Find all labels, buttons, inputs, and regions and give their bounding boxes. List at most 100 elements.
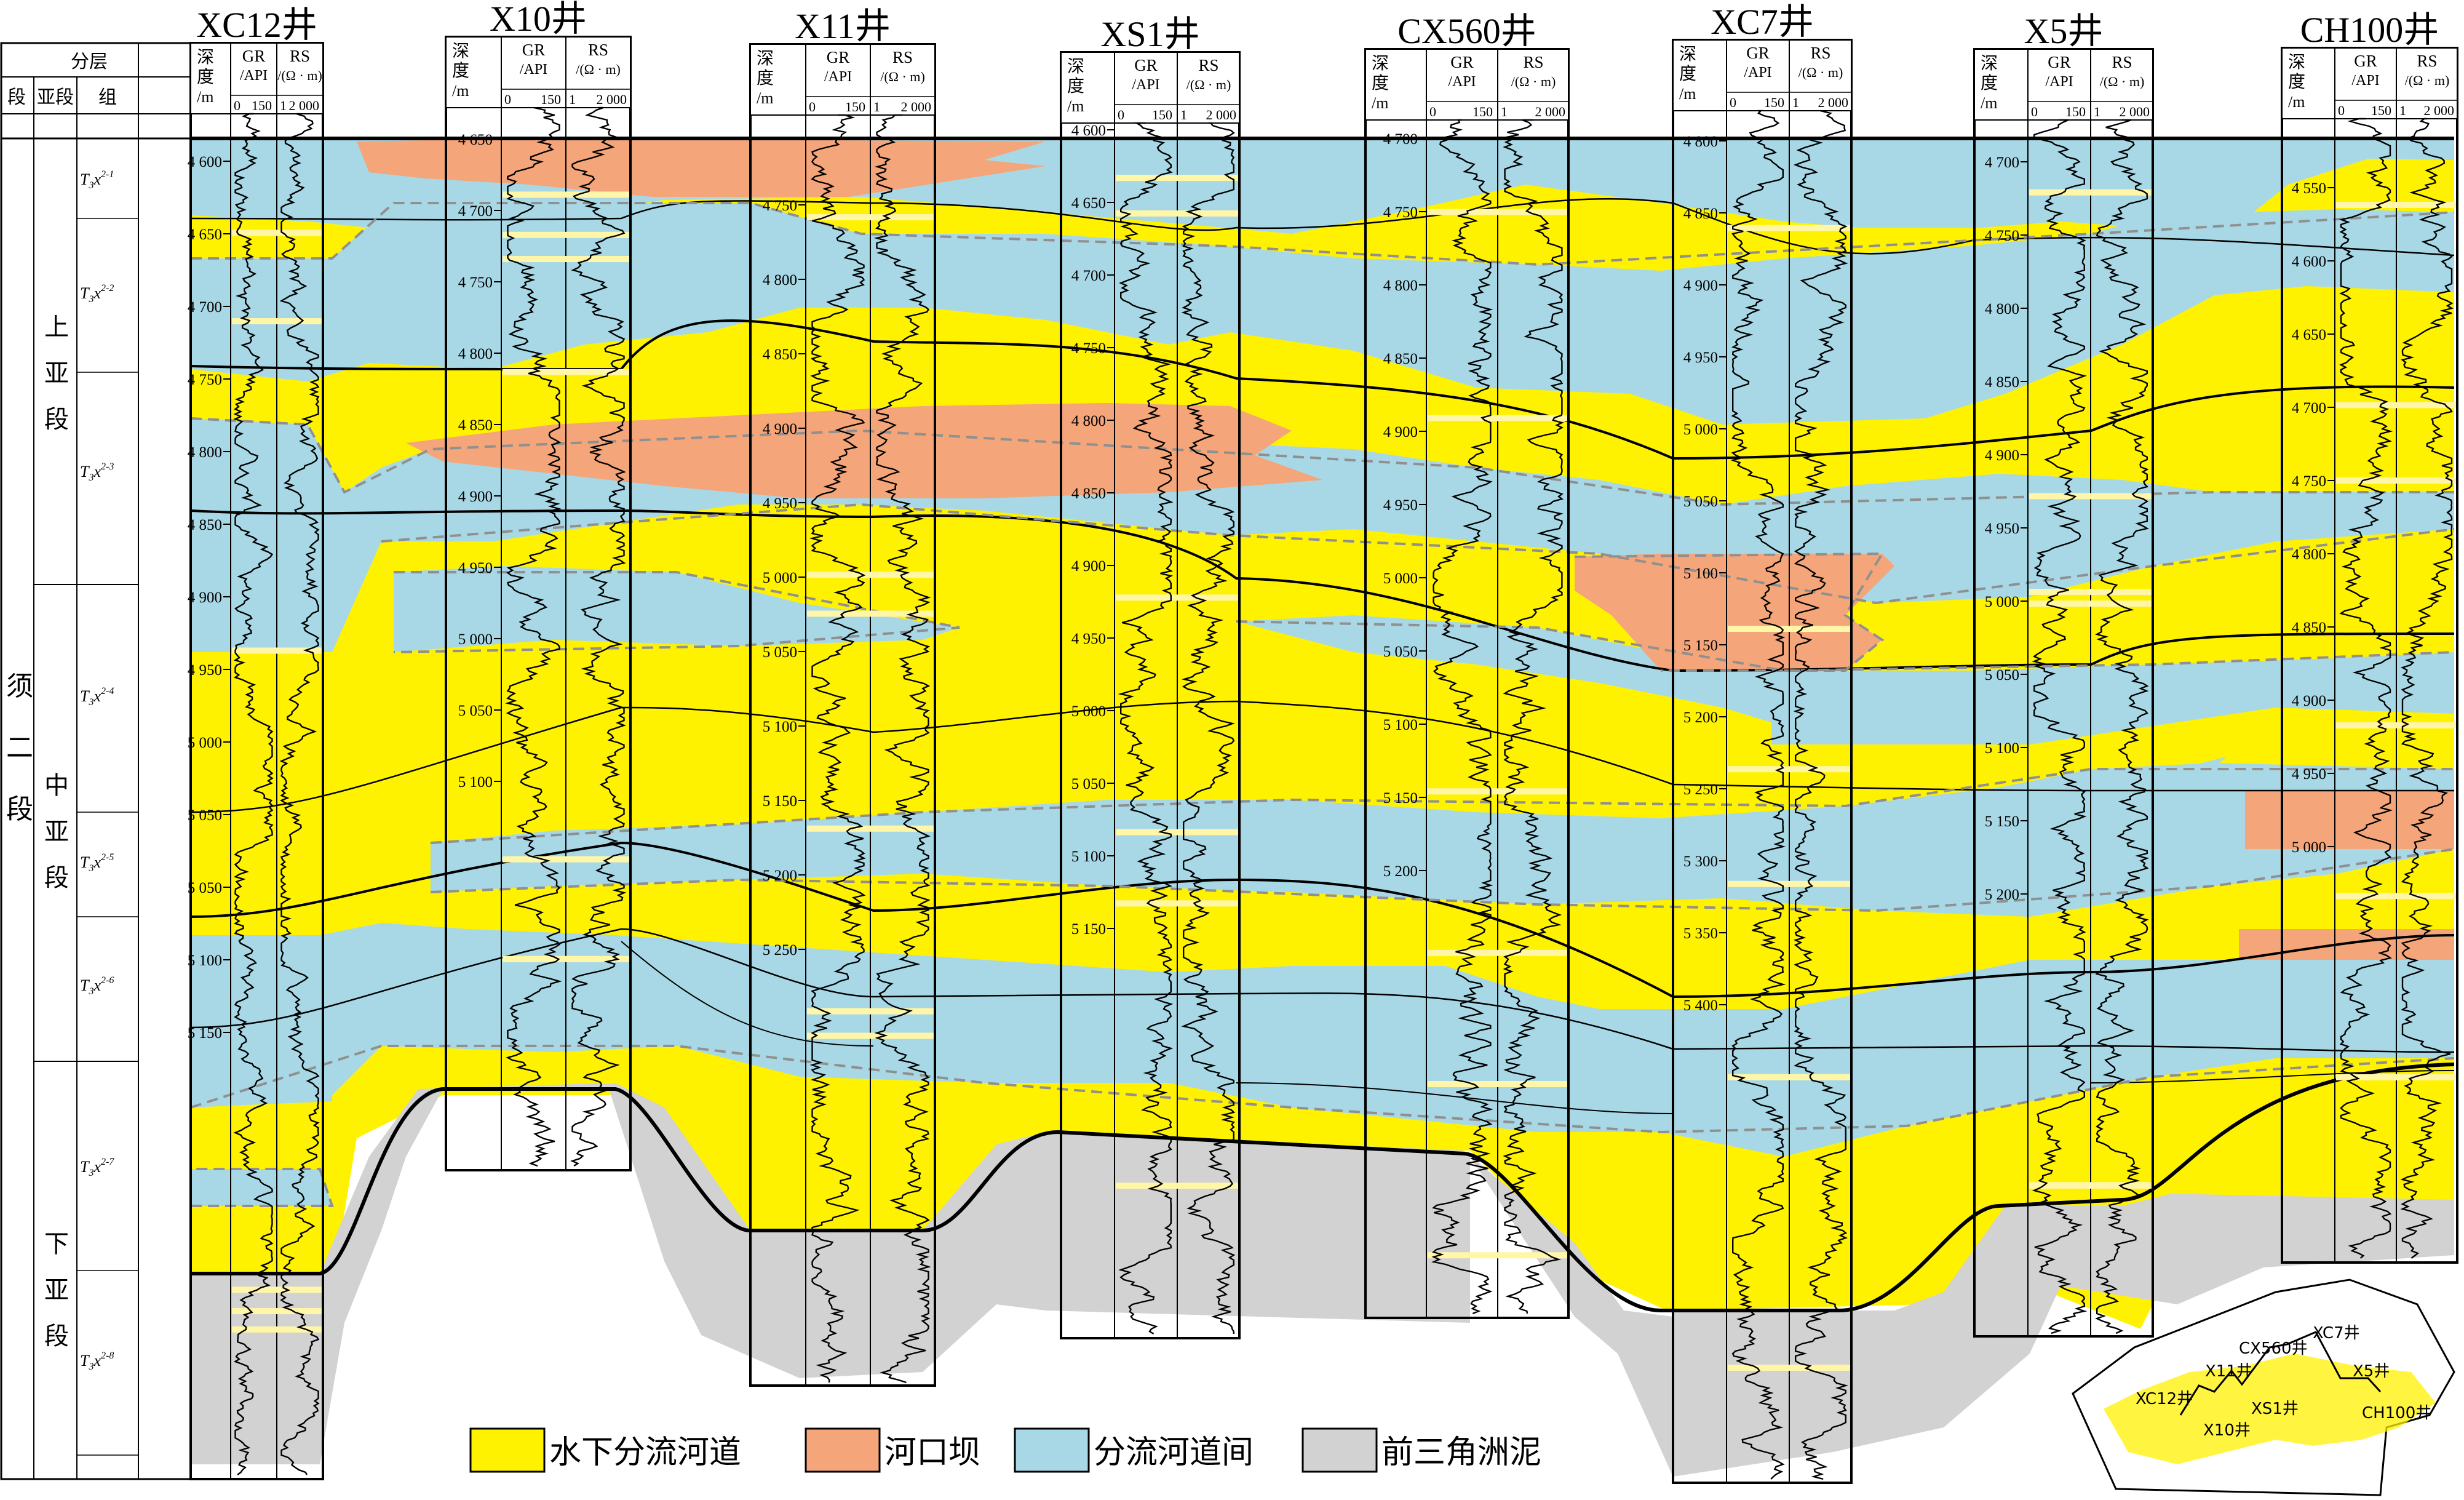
depth-tick-label: 5 100 (188, 952, 222, 969)
rs-log-curve (2400, 118, 2454, 1259)
well-header-box (445, 36, 631, 108)
depth-header: /m (197, 88, 213, 106)
rs-unit: /(Ω · m) (1186, 77, 1231, 92)
facies-boundary (430, 848, 2455, 912)
legend-swatch-prodelta (1302, 1427, 1378, 1473)
depth-tick-label: 5 000 (1383, 570, 1418, 587)
log-highlight-strip (2336, 893, 2456, 900)
log-highlight-strip (2029, 600, 2152, 607)
depth-tick-label: 5 050 (763, 644, 797, 661)
log-highlight-strip (1728, 880, 1850, 887)
depth-tick-label: 4 650 (2292, 327, 2326, 343)
rs-header: RS (892, 48, 913, 66)
gr-header: GR (2354, 52, 2377, 70)
rs-scale-max: 2 000 (1206, 107, 1237, 122)
well-title: CH100井 (2300, 10, 2439, 50)
depth-header: 度 (452, 61, 469, 81)
well-title: XC7井 (1711, 2, 1814, 42)
depth-tick-label: 4 650 (458, 132, 493, 148)
strat-col-group: 组 (98, 87, 117, 108)
facies-boundary (1574, 552, 1885, 672)
log-highlight-strip (503, 191, 629, 198)
gr-log-curve (1730, 110, 1786, 1480)
log-highlight-strip (807, 572, 934, 578)
depth-tick-label: 4 850 (1071, 485, 1106, 502)
log-highlight-strip (1116, 210, 1238, 217)
depth-header: /m (452, 82, 469, 100)
well-title: X5井 (2024, 11, 2104, 51)
gr-log-curve (2339, 118, 2393, 1259)
depth-tick-label: 5 100 (763, 719, 797, 735)
rs-unit: /(Ω · m) (1798, 65, 1843, 80)
gr-unit: /API (1132, 77, 1159, 93)
inset-label: X5井 (2353, 1362, 2390, 1381)
inset-label: XS1井 (2251, 1400, 2299, 1418)
depth-tick-label: 5 100 (458, 774, 493, 791)
log-highlight-strip (1116, 594, 1238, 601)
rs-header: RS (1523, 53, 1543, 71)
interchannel-facies (1771, 720, 1907, 744)
depth-tick-label: 4 800 (1071, 413, 1106, 429)
gr-scale-min: 0 (234, 98, 240, 113)
mouth-bar-facies (2245, 791, 2454, 849)
depth-header: 深 (452, 42, 469, 61)
gr-scale-min: 0 (504, 92, 511, 107)
gr-header: GR (1134, 56, 1158, 74)
log-highlight-strip (807, 610, 934, 617)
depth-tick-label: 4 950 (763, 495, 797, 512)
depth-tick-label: 4 950 (1985, 521, 2019, 537)
rs-header: RS (2112, 53, 2132, 71)
gr-unit: /API (1744, 65, 1771, 81)
well-header-box (190, 42, 324, 114)
depth-tick-label: 5 050 (188, 807, 222, 824)
legend-label-interchannel: 分流河道间 (1094, 1434, 1254, 1471)
gr-unit: /API (2351, 73, 2379, 89)
inset-label: XC7井 (2313, 1324, 2360, 1342)
log-highlight-strip (1116, 175, 1238, 182)
facies-boundary (191, 1168, 334, 1207)
rs-log-curve (570, 106, 627, 1167)
depth-tick-label: 5 300 (1683, 853, 1718, 870)
depth-header: /m (1067, 97, 1084, 115)
depth-tick-label: 5 100 (1383, 717, 1418, 733)
depth-header: 深 (1679, 45, 1696, 64)
depth-tick-label: 4 850 (1383, 351, 1418, 367)
depth-tick-label: 4 800 (763, 272, 797, 289)
depth-tick-label: 4 700 (1383, 131, 1418, 148)
inset-location-map: XC12井 X10井 X11井 XS1井 CX560井 XC7井 X5井 CH1… (2072, 1279, 2455, 1496)
inset-label: X10井 (2203, 1421, 2251, 1440)
log-highlight-strip (1728, 1074, 1850, 1080)
depth-tick-label: 5 250 (763, 942, 797, 959)
depth-tick-label: 5 000 (1071, 703, 1106, 720)
log-highlight-strip (2029, 589, 2152, 596)
rs-header: RS (2417, 52, 2437, 70)
well-header-box (1060, 52, 1240, 124)
well-title: X11井 (795, 6, 891, 46)
depth-tick-label: 4 800 (458, 346, 493, 362)
inset-label: X11井 (2205, 1362, 2252, 1381)
inset-map-yellow-zone (2104, 1354, 2436, 1464)
facies-boundary (191, 202, 2455, 266)
depth-tick-label: 5 400 (1683, 997, 1718, 1014)
gr-unit: /API (824, 69, 852, 85)
gr-scale-max: 150 (252, 98, 272, 113)
log-highlight-strip (807, 214, 934, 221)
gr-scale-max: 150 (1472, 104, 1493, 119)
interchannel-facies (726, 240, 923, 265)
log-highlight-strip (232, 1326, 322, 1333)
rs-scale-min: 1 (1501, 104, 1508, 119)
depth-tick-label: 4 750 (2292, 473, 2326, 490)
depth-tick-label: 5 150 (188, 1025, 222, 1042)
depth-tick-label: 4 800 (188, 444, 222, 461)
depth-tick-label: 4 950 (1383, 497, 1418, 514)
depth-tick-label: 5 150 (763, 793, 797, 810)
subsegment-char: 段 (44, 864, 69, 892)
inset-label: XC12井 (2136, 1390, 2193, 1408)
log-highlight-strip (1116, 1183, 1238, 1189)
boundary-line (191, 1063, 2455, 1312)
depth-tick-label: 5 200 (1985, 887, 2019, 903)
rs-scale-max: 2 000 (1818, 95, 1849, 110)
